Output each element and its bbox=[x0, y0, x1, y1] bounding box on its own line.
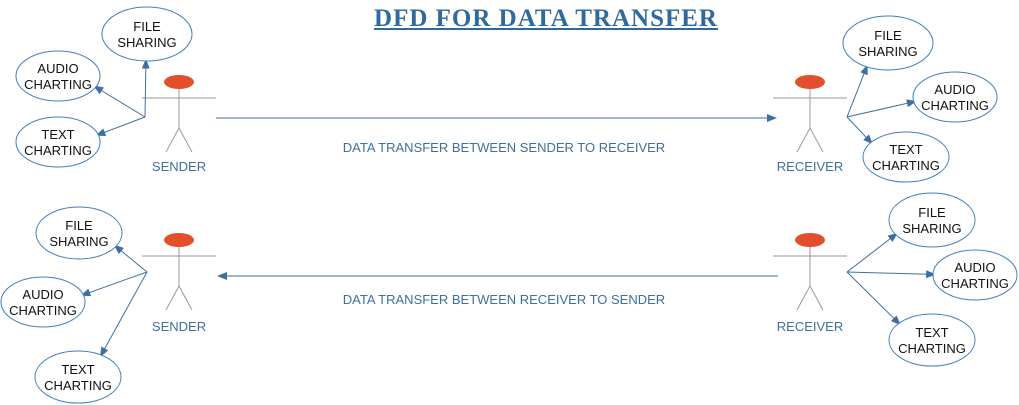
oval-text-line: CHARTING bbox=[44, 378, 112, 393]
actor-head bbox=[795, 233, 825, 247]
actor-leg bbox=[809, 285, 824, 311]
oval-text-line: AUDIO bbox=[934, 82, 975, 97]
oval-text-line: FILE bbox=[918, 205, 946, 220]
oval-shape bbox=[888, 192, 976, 248]
oval-text-line: CHARTING bbox=[24, 77, 92, 92]
sender-connector-arrow bbox=[113, 244, 148, 273]
oval-text-line: TEXT bbox=[61, 362, 94, 377]
actor-leg bbox=[809, 127, 824, 153]
oval-text-line: CHARTING bbox=[941, 276, 1009, 291]
sender-connector-arrow bbox=[99, 271, 148, 358]
oval-shape bbox=[842, 15, 934, 71]
transfer-label: DATA TRANSFER BETWEEN RECEIVER TO SENDER bbox=[343, 292, 665, 307]
oval-text-line: TEXT bbox=[915, 325, 948, 340]
oval-text-line: CHARTING bbox=[921, 98, 989, 113]
actor-leg bbox=[796, 285, 811, 311]
receiver-actor: RECEIVER bbox=[773, 233, 847, 334]
actor-head bbox=[164, 233, 194, 247]
oval-shape bbox=[15, 116, 101, 168]
oval-shape bbox=[888, 313, 976, 367]
oval-text-line: SHARING bbox=[117, 35, 176, 50]
actor-head bbox=[795, 75, 825, 89]
oval-shape bbox=[862, 131, 950, 183]
receiver-connector-arrow bbox=[846, 64, 868, 118]
receiver-connector-arrow bbox=[846, 116, 873, 145]
oval-text-line: FILE bbox=[133, 19, 161, 34]
oval-text-line: CHARTING bbox=[872, 158, 940, 173]
oval-text-line: SHARING bbox=[49, 234, 108, 249]
actor-leg bbox=[178, 285, 193, 311]
actor-label: RECEIVER bbox=[777, 159, 843, 174]
oval-shape bbox=[34, 350, 122, 404]
oval-text-line: CHARTING bbox=[24, 143, 92, 158]
oval-shape bbox=[101, 6, 193, 62]
oval-text-line: SHARING bbox=[902, 221, 961, 236]
oval-shape bbox=[932, 249, 1018, 301]
receiver-connector-arrow bbox=[846, 232, 898, 273]
oval-shape bbox=[15, 50, 101, 102]
sender-connector-arrow bbox=[141, 58, 150, 118]
receiver-connector-arrow bbox=[846, 99, 917, 118]
actor-label: SENDER bbox=[152, 319, 206, 334]
oval-text-line: TEXT bbox=[41, 127, 74, 142]
receiver-connector-arrow bbox=[846, 270, 937, 279]
sender-actor: SENDER bbox=[142, 233, 216, 334]
oval-text-line: CHARTING bbox=[898, 341, 966, 356]
oval-text-line: AUDIO bbox=[37, 61, 78, 76]
actor-leg bbox=[165, 127, 180, 153]
actor-head bbox=[164, 75, 194, 89]
transfer-label: DATA TRANSFER BETWEEN SENDER TO RECEIVER bbox=[343, 140, 665, 155]
sender-actor: SENDER bbox=[142, 75, 216, 174]
oval-text-line: CHARTING bbox=[9, 303, 77, 318]
sender-connector-arrow bbox=[95, 116, 146, 136]
oval-text-line: AUDIO bbox=[22, 287, 63, 302]
receiver-connector-arrow bbox=[846, 271, 901, 326]
page-title: DFD FOR DATA TRANSFER bbox=[374, 5, 718, 32]
oval-text-line: TEXT bbox=[889, 142, 922, 157]
oval-text-line: FILE bbox=[65, 218, 93, 233]
oval-shape bbox=[912, 71, 998, 123]
actor-label: SENDER bbox=[152, 159, 206, 174]
sender-connector-arrow bbox=[80, 271, 148, 297]
oval-shape bbox=[0, 276, 86, 328]
receiver-actor: RECEIVER bbox=[773, 75, 847, 174]
oval-text-line: SHARING bbox=[858, 44, 917, 59]
oval-text-line: AUDIO bbox=[954, 260, 995, 275]
oval-shape bbox=[35, 206, 123, 260]
actor-leg bbox=[178, 127, 193, 153]
actor-label: RECEIVER bbox=[777, 319, 843, 334]
actor-leg bbox=[165, 285, 180, 311]
oval-text-line: FILE bbox=[874, 28, 902, 43]
sender-connector-arrow bbox=[93, 85, 146, 118]
actor-leg bbox=[796, 127, 811, 153]
